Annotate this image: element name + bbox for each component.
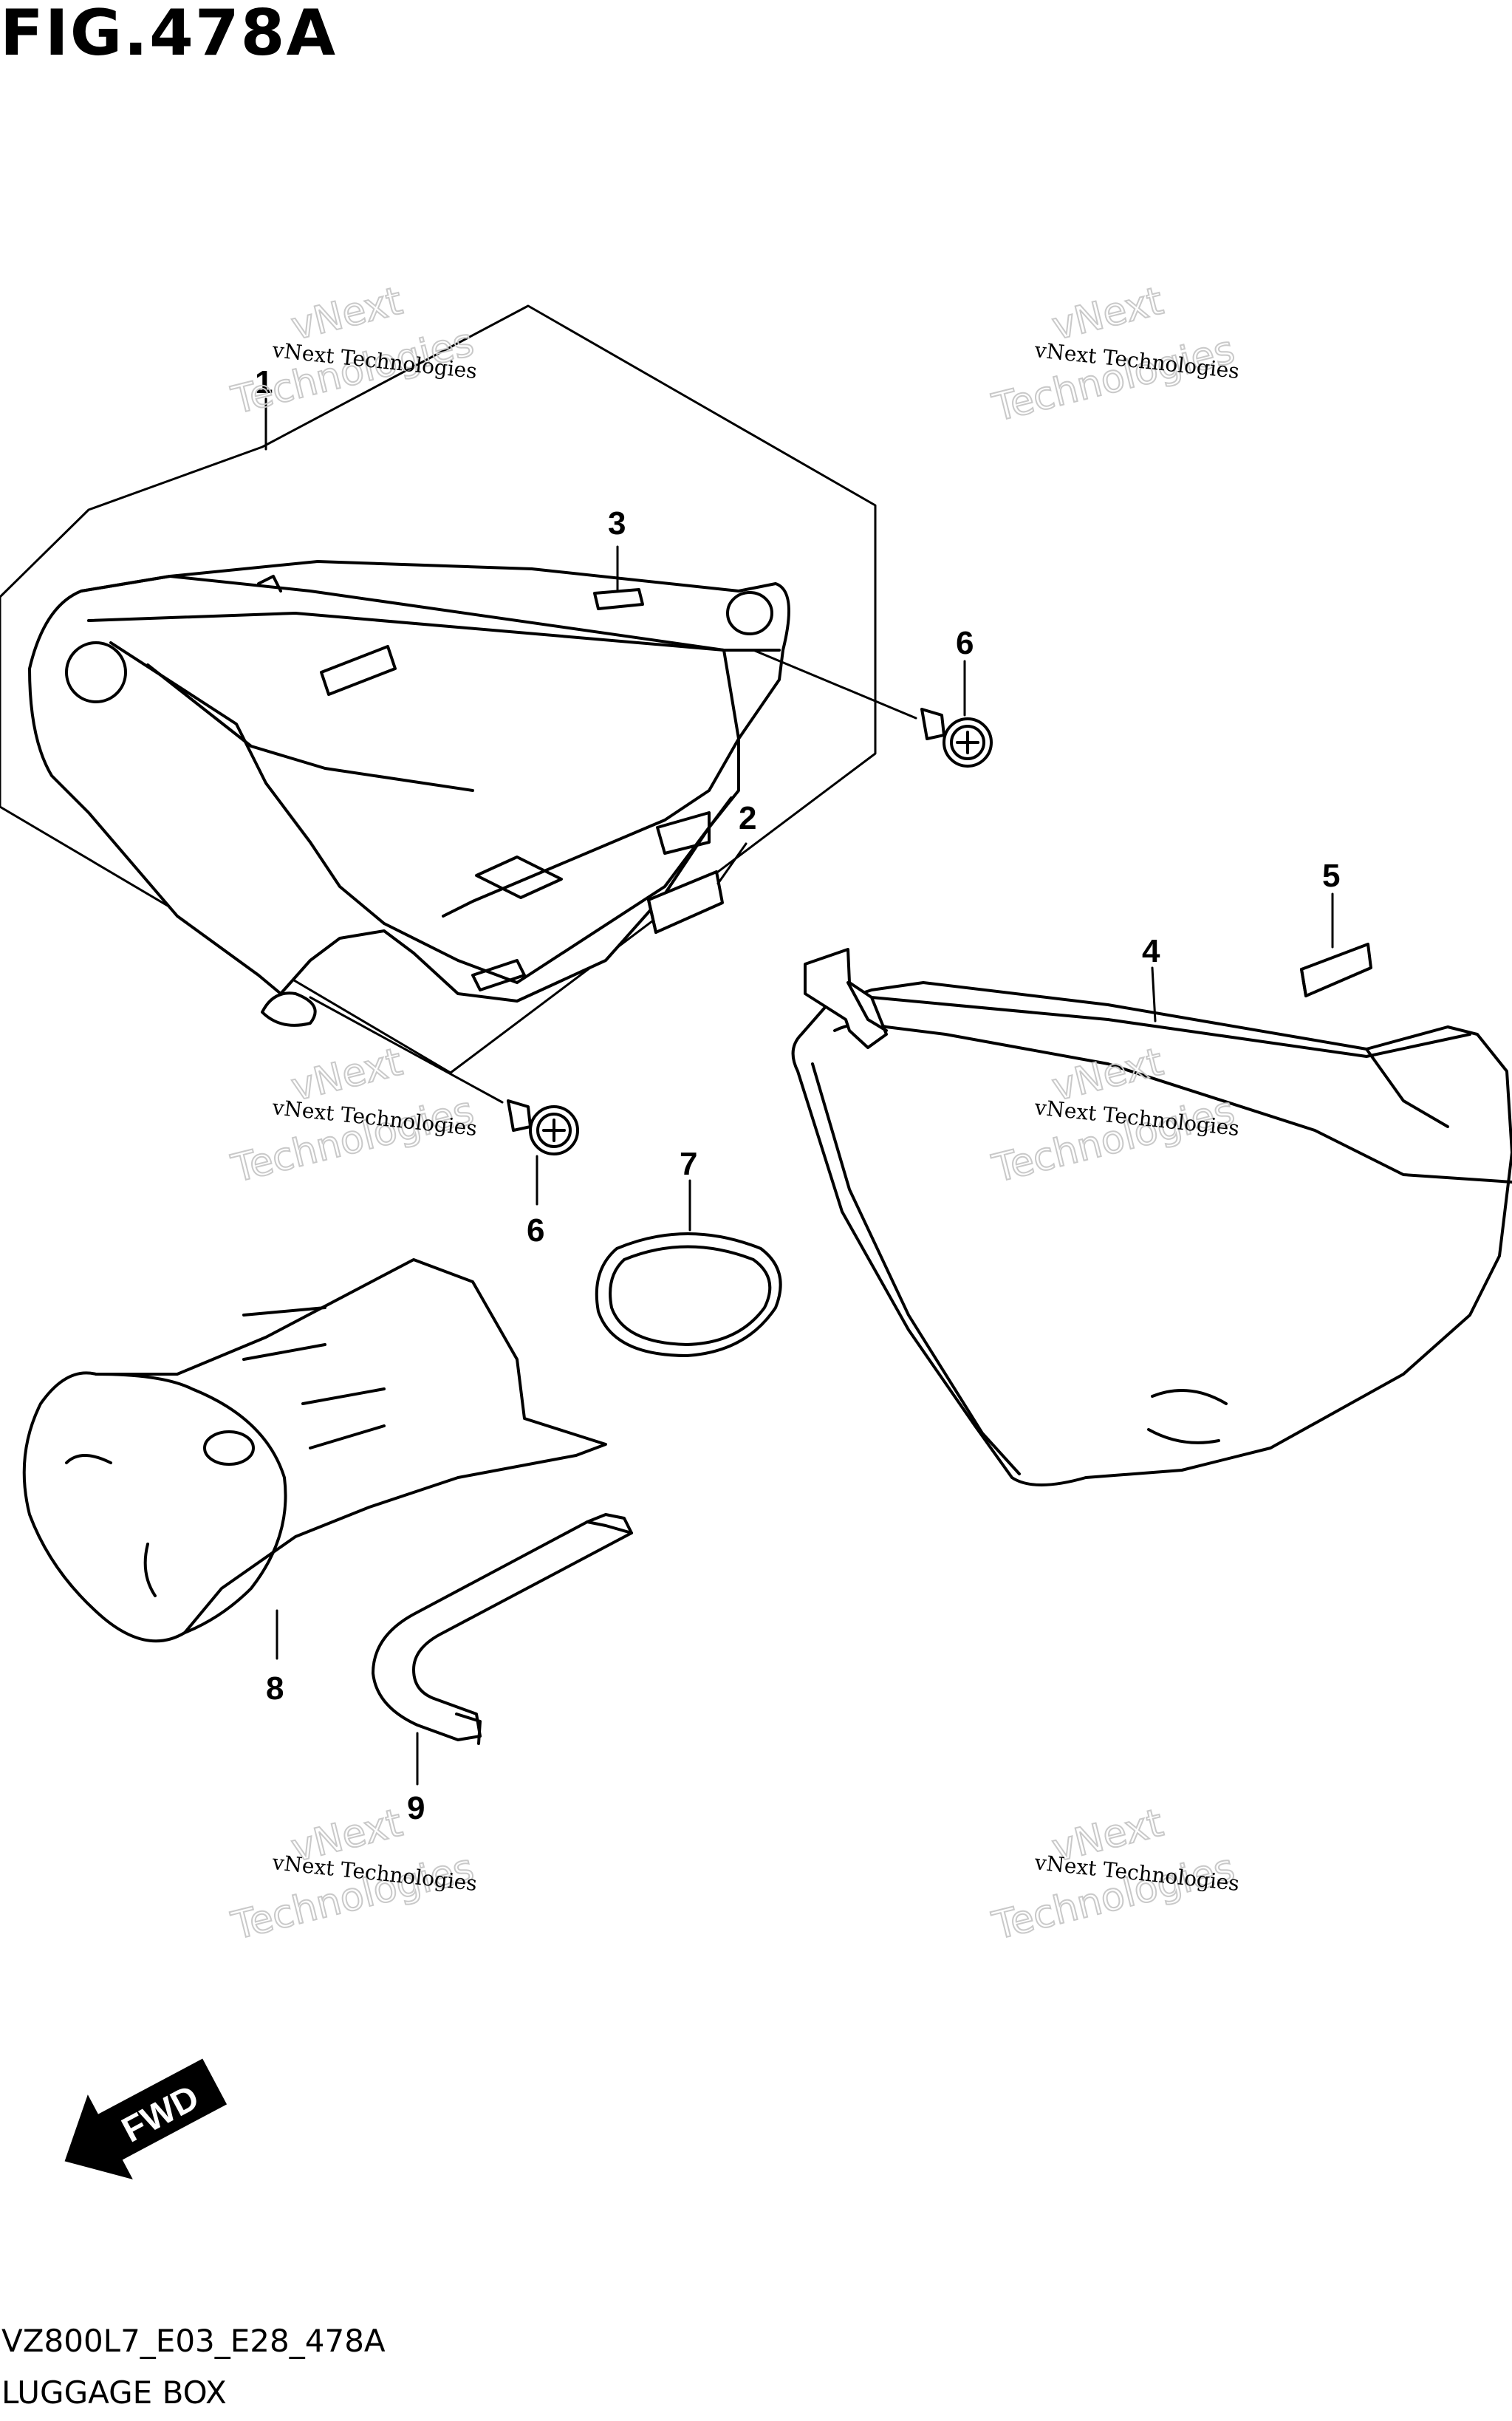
- watermark-top-right: vNext Technologies vNext Technologies: [988, 279, 1241, 431]
- screw-lower: [309, 996, 579, 1155]
- pad-part-5: [1300, 943, 1372, 997]
- hex-wrench: [372, 1513, 633, 1745]
- part-label-1: 1: [255, 364, 273, 400]
- part-label-9: 9: [407, 1790, 425, 1826]
- watermark-big-line-1: vNext: [287, 279, 407, 349]
- watermark-mid-left: vNext Technologies vNext Technologies: [227, 1039, 479, 1192]
- watermark-big-line-1: vNext: [1048, 279, 1168, 349]
- screw-upper: [752, 649, 993, 768]
- pad-part-2: [647, 870, 724, 934]
- leader-lines: [264, 397, 1334, 1786]
- pad-part-3: [593, 588, 644, 610]
- watermark-bottom-left: vNext Technologies vNext Technologies: [227, 1800, 479, 1950]
- forward-direction-arrow-icon: FWD: [64, 2058, 228, 2179]
- part-label-6-upper: 6: [956, 625, 974, 661]
- luggage-box-cover: [791, 948, 1512, 1486]
- seal-ring: [595, 1232, 782, 1357]
- part-label-4: 4: [1142, 933, 1160, 969]
- figure-code: VZ800L7_E03_E28_478A: [1, 2323, 386, 2359]
- part-label-6-lower: 6: [527, 1212, 544, 1249]
- part-label-2: 2: [739, 800, 756, 836]
- watermark-top-left: vNext Technologies vNext Technologies: [227, 279, 479, 424]
- figure-title: FIG.478A: [0, 0, 338, 70]
- part-number-labels: 1 2 3 4 5 6 6 7 8 9: [255, 364, 1340, 1826]
- figure-name: LUGGAGE BOX: [1, 2374, 227, 2411]
- part-label-7: 7: [680, 1146, 697, 1182]
- part-label-5: 5: [1322, 858, 1340, 894]
- part-label-3: 3: [608, 505, 626, 542]
- luggage-box-frame: [0, 304, 877, 1074]
- bag-cover: [22, 1258, 607, 1643]
- watermark-bottom-right: vNext Technologies vNext Technologies: [988, 1800, 1241, 1950]
- part-label-8: 8: [266, 1670, 284, 1707]
